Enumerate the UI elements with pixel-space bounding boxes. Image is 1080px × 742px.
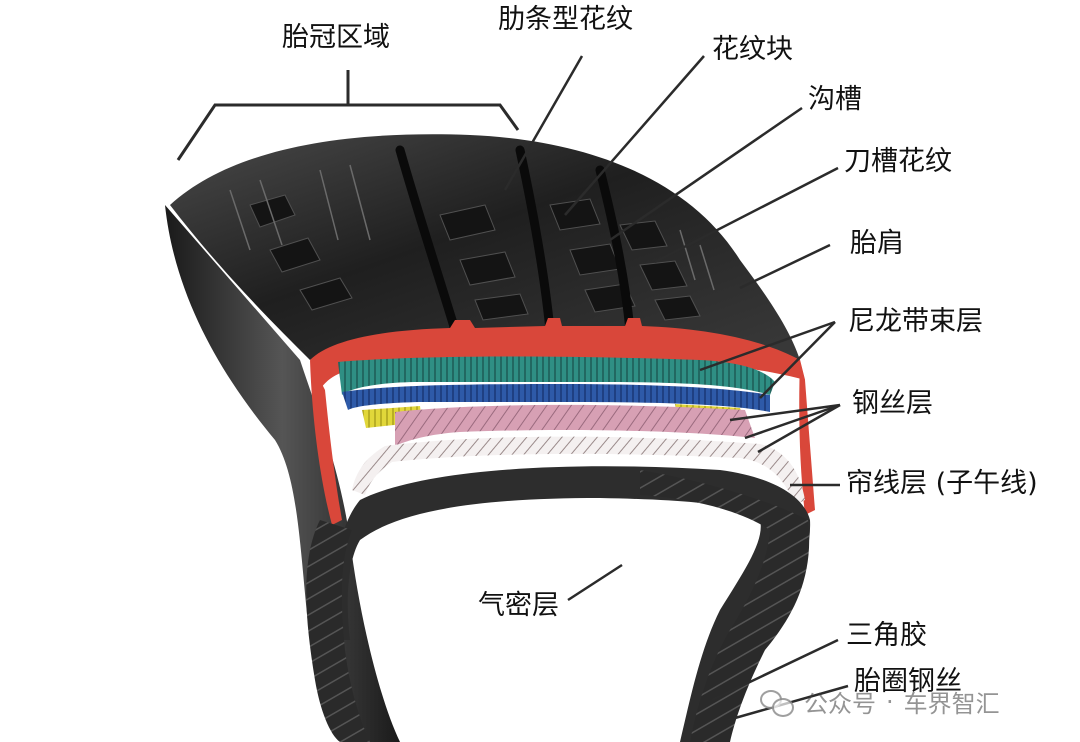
nylon-cap-layer [338,356,775,395]
label-sipe: 刀槽花纹 [844,146,952,177]
ply-layer [385,436,805,505]
watermark-prefix: 公众号 [804,690,876,718]
wechat-icon [760,688,794,717]
steel-belt-layer [395,404,755,446]
label-shoulder: 胎肩 [850,228,904,259]
label-nylon-cap: 尼龙带束层 [848,306,983,337]
leader-lines [503,55,849,722]
label-steel-belt: 钢丝层 [852,388,933,419]
label-bead-wire: 胎圈钢丝 [854,666,962,697]
far-sidewall [640,470,810,742]
near-bead [306,520,370,742]
tread-cut-red [310,318,805,390]
watermark-separator: · [886,687,894,716]
label-rib-tread: 肋条型花纹 [498,4,633,35]
watermark: 公众号 · 车界智汇 [760,684,1000,719]
sidewall-cut-red-right [799,360,815,515]
sidewall-cut-red [310,360,342,525]
ply-layer-left [352,446,392,495]
label-groove: 沟槽 [808,84,862,115]
label-inner-liner: 气密层 [478,590,559,621]
tread-blocks [249,194,701,321]
sipes [229,164,715,291]
watermark-name: 车界智汇 [903,690,1000,718]
nylon-cap-lower-layer [342,384,770,412]
inner-liner [335,466,811,742]
label-crown-area: 胎冠区域 [282,22,390,53]
label-tread-block: 花纹块 [712,34,793,65]
label-ply: 帘线层 (子午线) [846,468,1038,499]
grooves [395,145,635,335]
label-apex: 三角胶 [846,620,927,651]
crown-bracket [176,70,520,161]
